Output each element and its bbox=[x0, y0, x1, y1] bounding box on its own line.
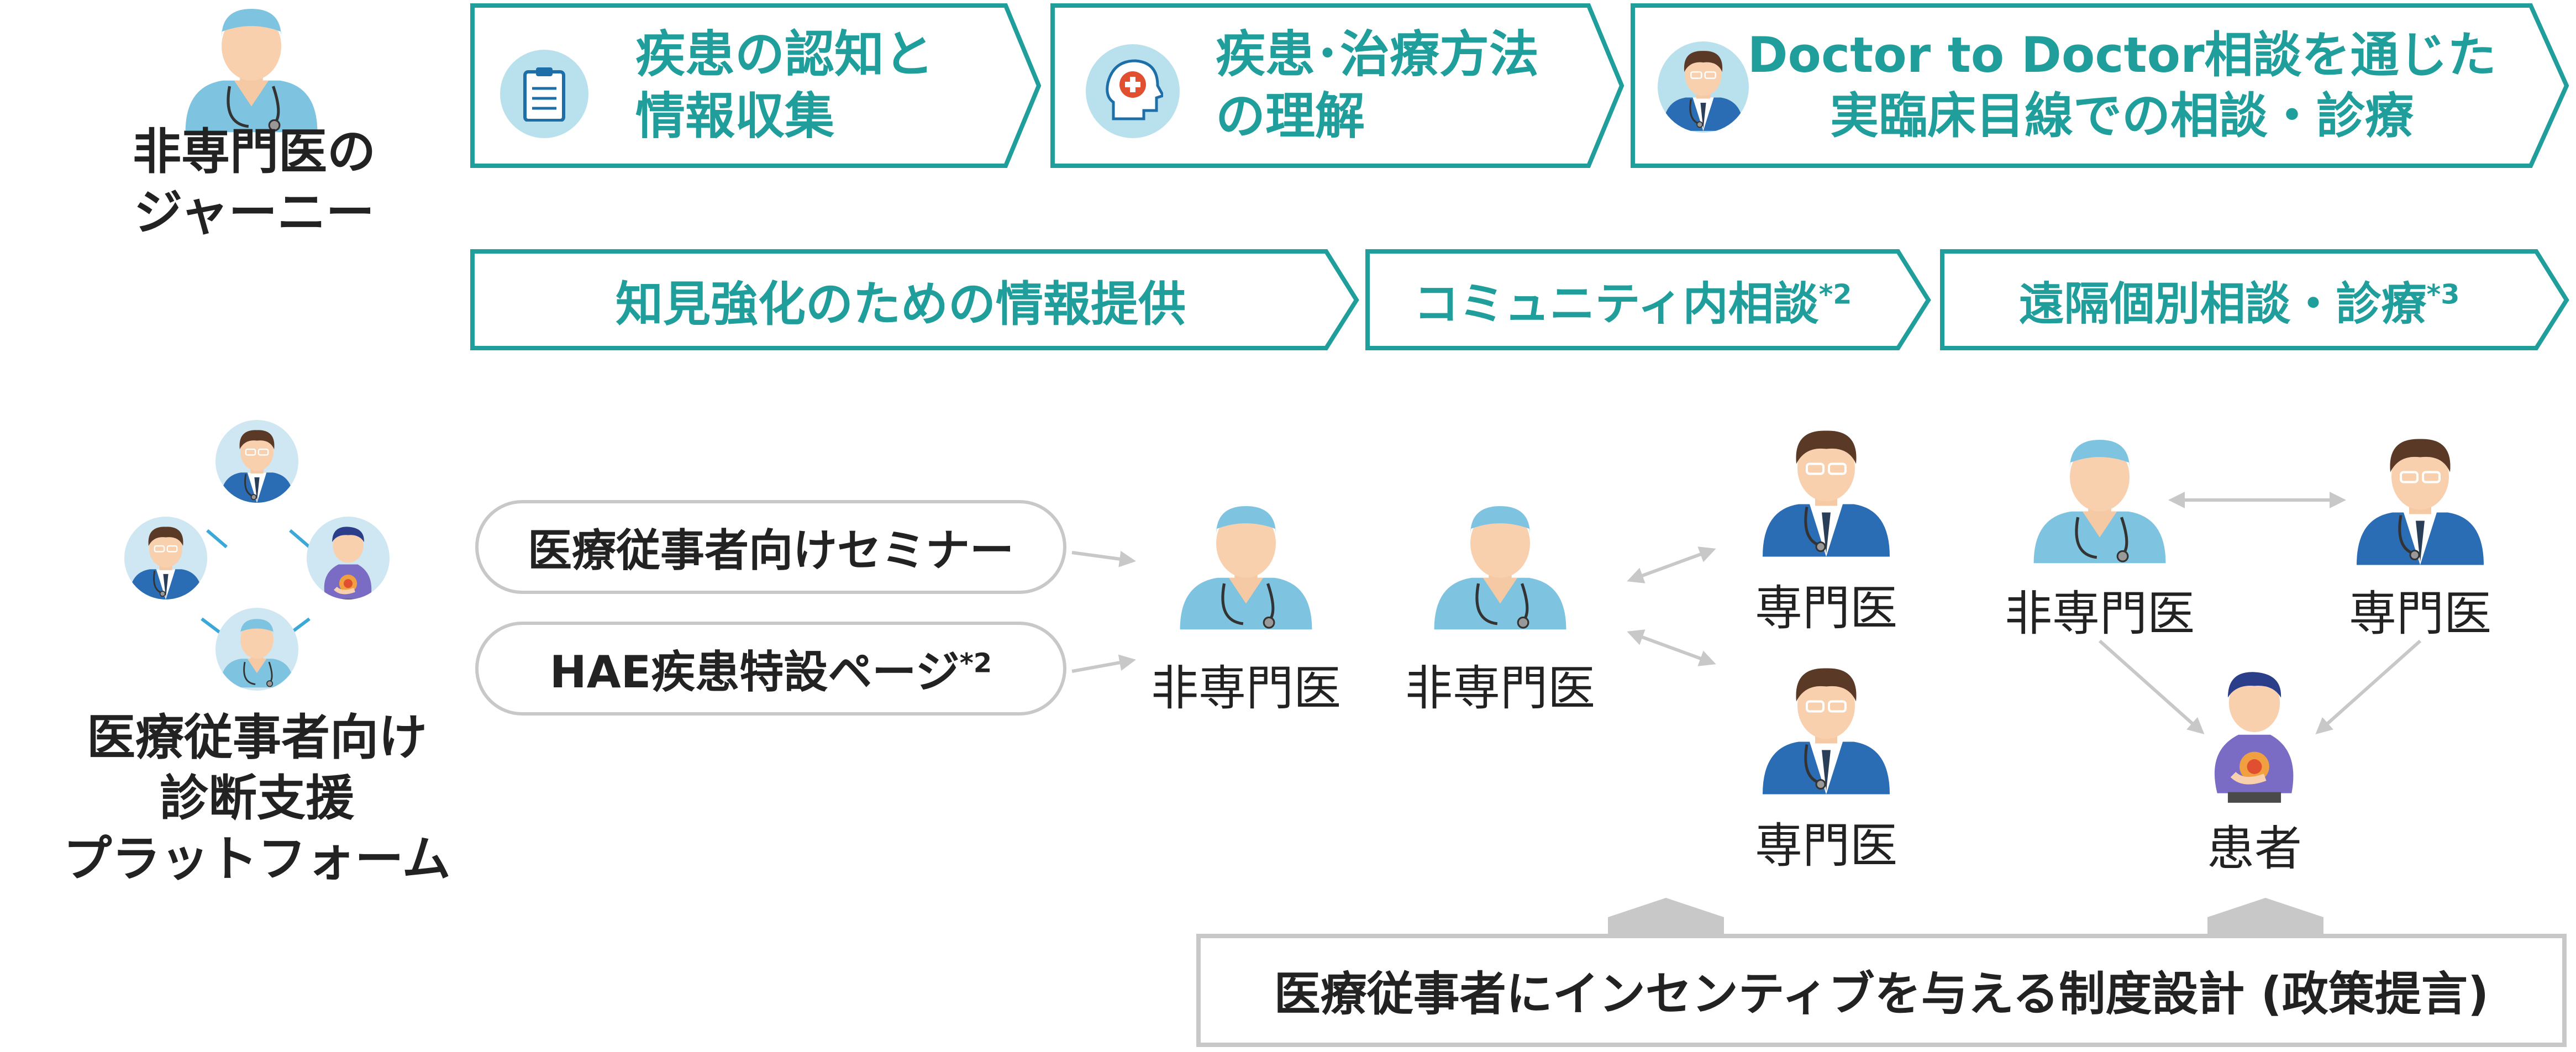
network-nurse-bottom-icon bbox=[215, 608, 298, 691]
clipboard-icon bbox=[500, 50, 588, 138]
platform-step-2-text: コミュニティ内相談*2 bbox=[1413, 278, 1852, 330]
journey-chevron-3 bbox=[1631, 3, 2569, 168]
journey-chevron-1 bbox=[470, 3, 1042, 168]
platform-step-3-text: 遠隔個別相談・診療*3 bbox=[2018, 278, 2460, 330]
platform-chevron-3 bbox=[1940, 249, 2569, 350]
platform-label: 医療従事者向け 診断支援 プラットフォーム bbox=[63, 709, 451, 887]
specialist-1-icon bbox=[1754, 420, 1898, 566]
remote-non-specialist-icon bbox=[2025, 431, 2174, 569]
platform-chevron-2 bbox=[1365, 249, 1931, 350]
specialist-1-label: 専門医 bbox=[1755, 581, 1897, 636]
non-specialist-2-label: 非専門医 bbox=[1405, 661, 1595, 716]
non-specialist-journey-icon bbox=[177, 0, 326, 138]
non-specialist-1-icon bbox=[1171, 497, 1321, 635]
network-doctor-top-icon bbox=[215, 420, 298, 503]
special-page-pill: HAE疾患特設ページ*2 bbox=[475, 622, 1066, 716]
network-nurse-right-icon bbox=[307, 517, 390, 599]
journey-step-1-text: 疾患の認知と 情報収集 bbox=[635, 25, 934, 146]
journey-step-2-text: 疾患･治療方法 の理解 bbox=[1216, 25, 1539, 146]
seminar-pill: 医療従事者向けセミナー bbox=[475, 500, 1066, 594]
policy-proposal-box: 医療従事者にインセンティブを与える制度設計 (政策提言) bbox=[1196, 934, 2567, 1047]
journey-step-3-text: Doctor to Doctor相談を通じた 実臨床目線での相談・診療 bbox=[1747, 27, 2496, 144]
journey-label: 非専門医の ジャーニー bbox=[132, 123, 376, 241]
remote-specialist-label: 専門医 bbox=[2349, 586, 2491, 641]
specialist-2-icon bbox=[1754, 658, 1898, 804]
remote-non-specialist-label: 非専門医 bbox=[2005, 586, 2195, 641]
specialist-2-label: 専門医 bbox=[1755, 818, 1897, 874]
patient-icon bbox=[2185, 658, 2323, 807]
platform-step-1-text: 知見強化のための情報提供 bbox=[616, 277, 1186, 332]
remote-specialist-icon bbox=[2348, 428, 2492, 575]
up-arrow-left bbox=[1608, 898, 1724, 934]
up-arrow-right bbox=[2207, 898, 2323, 934]
network-doctor-left-icon bbox=[124, 517, 207, 599]
patient-label: 患者 bbox=[2207, 821, 2302, 876]
non-specialist-1-label: 非専門医 bbox=[1151, 661, 1341, 716]
doctor-avatar-icon bbox=[1658, 41, 1749, 133]
journey-chevron-2 bbox=[1050, 3, 1625, 168]
non-specialist-2-icon bbox=[1426, 497, 1575, 635]
head-medical-icon bbox=[1086, 44, 1180, 138]
platform-chevron-1 bbox=[470, 249, 1359, 350]
